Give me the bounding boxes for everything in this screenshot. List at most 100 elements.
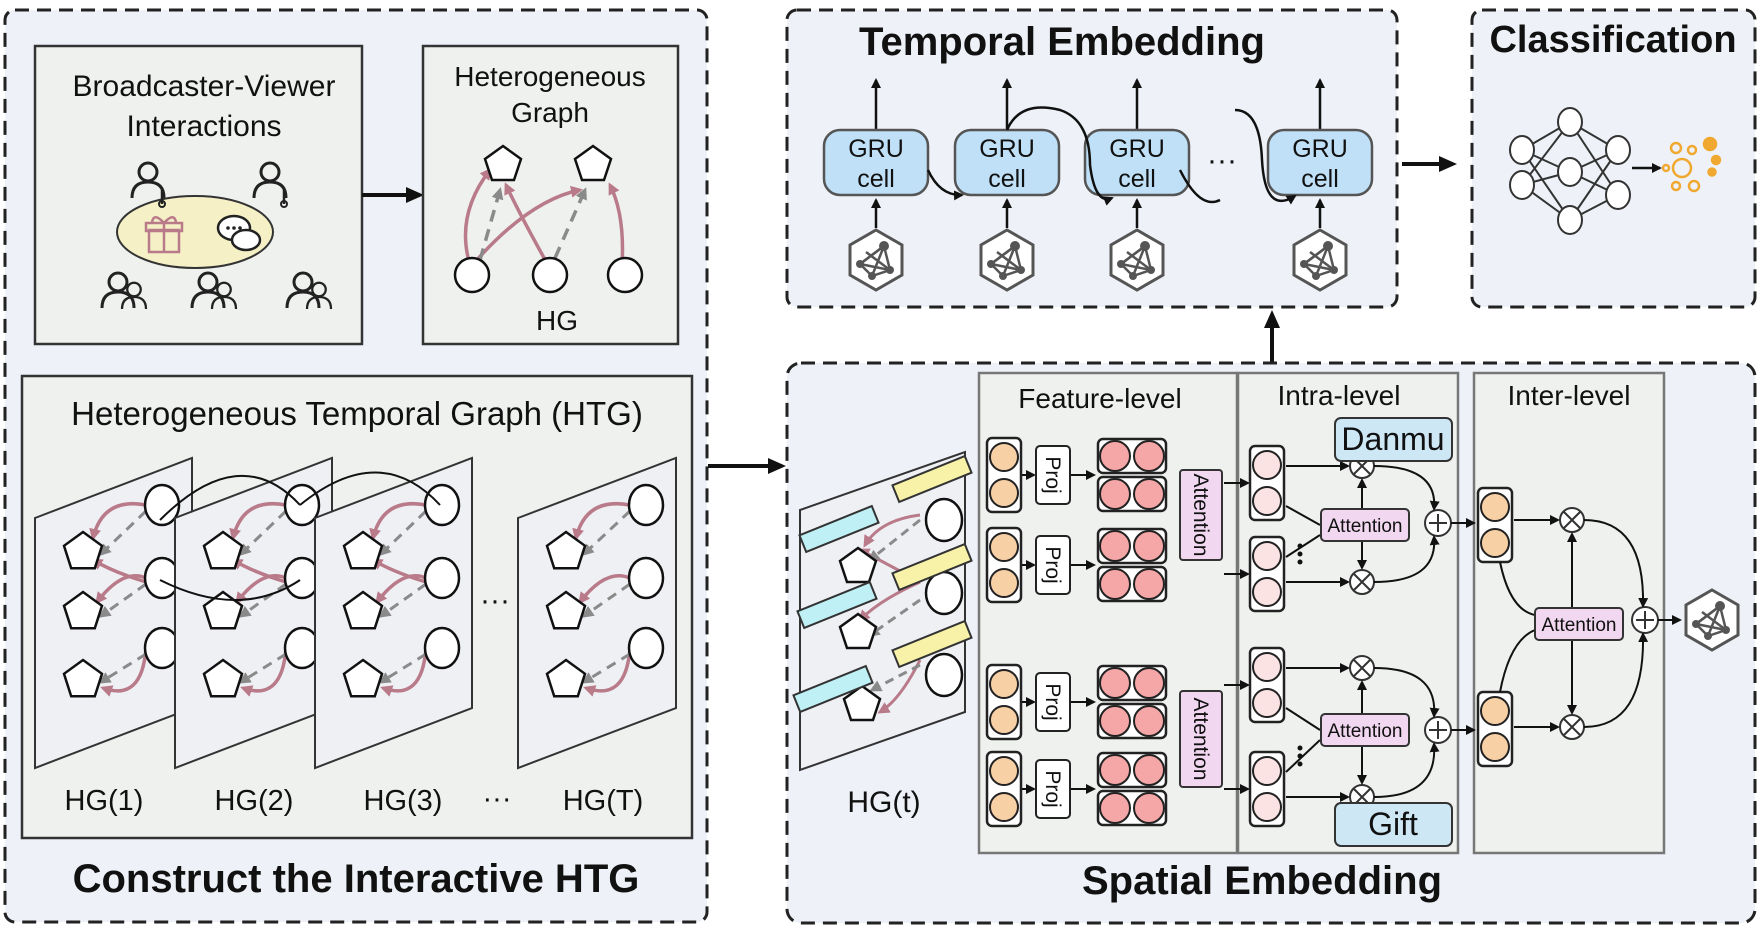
circle-node <box>423 626 461 670</box>
sum-sign <box>1636 611 1654 629</box>
hex-graph <box>1292 228 1348 292</box>
vector-cell <box>989 705 1019 735</box>
dashed-edge <box>98 509 148 557</box>
attention-label: Attention <box>1189 474 1212 557</box>
classification-panel: Classification <box>1470 8 1757 309</box>
edge <box>1499 629 1536 693</box>
vector-cell <box>1480 732 1510 762</box>
node-embedding <box>1248 444 1286 522</box>
node-embedding <box>1248 750 1286 828</box>
graph-embedding-icon <box>1109 228 1165 292</box>
slice-label-2: HG(2) <box>215 785 294 817</box>
gru-box <box>1266 128 1374 197</box>
class-output-icon <box>1661 136 1722 193</box>
matrix-cell <box>1133 478 1165 510</box>
edge <box>1285 505 1321 526</box>
proj-label: Proj <box>1041 546 1064 583</box>
proj-label: Proj <box>1041 456 1064 493</box>
slice-label-dots: ··· <box>483 783 512 815</box>
matrix-cell <box>1099 440 1131 472</box>
slice-dots: ··· <box>480 584 510 617</box>
dashed-edge <box>581 509 632 557</box>
arrow <box>1373 742 1440 798</box>
feature-vector <box>985 663 1023 741</box>
temporal-link <box>299 471 441 506</box>
interaction-edge <box>380 647 428 697</box>
circle-node <box>283 556 321 600</box>
temporal-title: Temporal Embedding <box>859 20 1265 64</box>
dashed-edge <box>238 652 287 684</box>
classification-title: Classification <box>1489 19 1736 61</box>
dashed-edge <box>378 582 427 618</box>
attention-label: Attention <box>1542 615 1617 636</box>
hg-box-title-1: Heterogeneous <box>454 61 645 92</box>
gru-box <box>822 128 930 197</box>
proj-box <box>1035 672 1071 732</box>
gru-label: cell <box>857 165 895 193</box>
ellipsis-dot <box>1297 551 1303 557</box>
interaction-edge <box>583 647 632 697</box>
slice-label-t: HG(T) <box>563 785 644 817</box>
construct-title: Construct the Interactive HTG <box>73 857 640 901</box>
interaction-edge <box>369 502 427 541</box>
hg-box <box>421 44 680 346</box>
hg-example-graph <box>453 144 644 294</box>
gru-label: cell <box>988 165 1026 193</box>
matrix-cell <box>1099 792 1131 824</box>
matrix-cell <box>1133 705 1165 737</box>
matrix-cell <box>1099 530 1131 562</box>
multiply-sign <box>1563 511 1581 529</box>
vector-cell <box>1252 792 1282 822</box>
attention-box <box>1179 469 1223 561</box>
arrow <box>1583 519 1649 608</box>
gru-label: GRU <box>1292 135 1348 163</box>
circle-node <box>143 626 181 670</box>
circle-node <box>143 483 181 527</box>
vector-cell <box>989 756 1019 786</box>
pentagon-node <box>62 590 104 630</box>
vector-cell <box>989 532 1019 562</box>
matrix-cell <box>1133 754 1165 786</box>
broadcaster-icon <box>130 161 166 208</box>
hidden-state-arrow <box>1234 108 1297 205</box>
ellipsis-dot <box>1297 745 1303 751</box>
proj-box <box>1035 535 1071 595</box>
attention-label: Attention <box>1189 698 1212 781</box>
vector-cell <box>989 792 1019 822</box>
circle-node <box>627 626 665 670</box>
pentagon-node <box>545 530 587 570</box>
arrow <box>1373 465 1440 511</box>
vector-cell <box>1480 492 1510 522</box>
feature-level-title: Feature-level <box>1018 383 1181 414</box>
feature-vector <box>985 526 1023 604</box>
dashed-edge <box>98 582 147 618</box>
interaction-edge <box>229 502 287 541</box>
dashed-edge <box>378 509 428 557</box>
dashed-edge <box>98 652 147 684</box>
hex-graph <box>979 228 1035 292</box>
interaction-edge <box>89 502 147 541</box>
danmu-label: Danmu <box>1341 421 1444 457</box>
output-graph-embedding-icon <box>1684 588 1740 652</box>
hg-t-label: HG(t) <box>847 786 920 819</box>
hex-graph <box>1684 588 1740 652</box>
matrix-cell <box>1099 754 1131 786</box>
matrix-cell <box>1133 440 1165 472</box>
graph-embedding-icon <box>1292 228 1348 292</box>
node-embedding <box>1248 535 1286 613</box>
spatial-panel: HG(t) Feature-level Intra-level Inter-le… <box>785 361 1757 925</box>
attention-label: Attention <box>1328 516 1403 537</box>
slice-label-3: HG(3) <box>364 785 443 817</box>
danmu-box <box>1334 417 1453 462</box>
projected-features <box>1096 664 1168 740</box>
temporal-panel: Temporal Embedding GRUcellGRUcellGRUcell… <box>785 8 1399 309</box>
hex-graph <box>1109 228 1165 292</box>
vector-cell <box>1480 528 1510 558</box>
pentagon-node <box>342 658 384 698</box>
attention-box <box>1534 607 1624 641</box>
pentagon-node <box>202 530 244 570</box>
vector-cell <box>1252 541 1282 571</box>
